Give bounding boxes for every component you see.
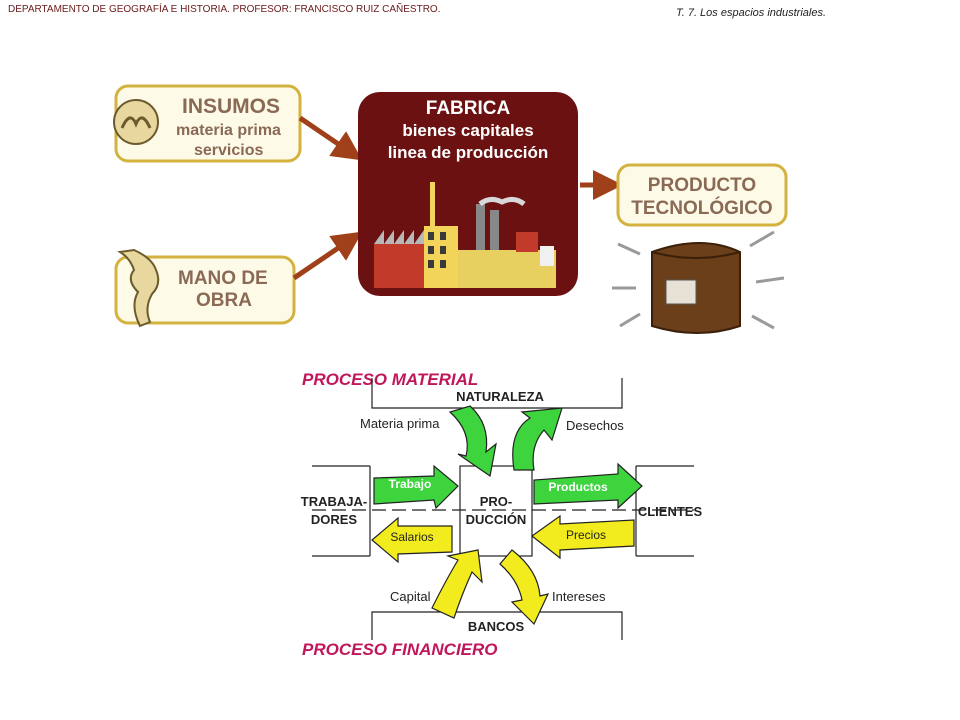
clientes-label: CLIENTES <box>638 504 703 519</box>
producto-box: PRODUCTO TECNOLÓGICO <box>616 163 788 227</box>
header-topic: T. 7. Los espacios industriales. <box>676 7 827 19</box>
insumos-title: INSUMOS <box>182 95 280 118</box>
arrow-mano-obra-to-fabrica <box>292 231 363 281</box>
materia-prima-label: Materia prima <box>360 416 440 431</box>
fabrica-box: FABRICA bienes capitales linea de produc… <box>358 92 578 296</box>
mano-obra-line1: MANO DE <box>178 268 268 289</box>
precios-arrow <box>530 514 635 560</box>
insumos-line2: servicios <box>194 142 263 159</box>
proceso-material-label: PROCESO MATERIAL <box>302 370 478 389</box>
productos-label: Productos <box>548 480 608 494</box>
trabajadores-line2: DORES <box>311 512 358 527</box>
factory-icon <box>374 182 556 288</box>
arrow-insumos-to-fabrica <box>298 115 363 161</box>
produccion-line1: PRO- <box>480 494 513 509</box>
bancos-label: BANCOS <box>468 619 525 634</box>
materia-prima-arrow <box>448 405 497 478</box>
trabajo-arrow <box>373 464 459 510</box>
trabajo-label: Trabajo <box>389 477 432 491</box>
intereses-label: Intereses <box>552 589 606 604</box>
productos-arrow <box>533 462 643 510</box>
proceso-financiero-label: PROCESO FINANCIERO <box>302 640 498 659</box>
fabrica-line1: FABRICA <box>426 98 511 119</box>
header-department: DEPARTAMENTO DE GEOGRAFÍA E HISTORIA. PR… <box>8 4 441 15</box>
desechos-arrow <box>512 407 563 471</box>
naturaleza-label: NATURALEZA <box>456 389 544 404</box>
product-box-icon <box>612 230 785 334</box>
insumos-box: INSUMOS materia prima servicios <box>113 84 302 163</box>
produccion-line2: DUCCIÓN <box>466 512 527 527</box>
cotton-icon <box>113 99 159 145</box>
desechos-label: Desechos <box>566 418 624 433</box>
insumos-line1: materia prima <box>176 122 281 139</box>
trabajadores-line1: TRABAJA- <box>301 494 367 509</box>
capital-arrow <box>431 549 483 619</box>
salarios-arrow <box>371 516 453 564</box>
producto-line2: TECNOLÓGICO <box>631 197 772 219</box>
intereses-arrow <box>499 549 550 626</box>
green-arrows <box>373 405 643 510</box>
frame-lines <box>312 378 694 640</box>
wrench-hand-icon <box>117 248 160 328</box>
salarios-label: Salarios <box>390 530 433 544</box>
yellow-arrows <box>371 514 635 626</box>
precios-label: Precios <box>566 528 606 542</box>
mano-obra-box: MANO DE OBRA <box>114 248 296 328</box>
capital-label: Capital <box>390 589 431 604</box>
producto-line1: PRODUCTO <box>648 175 756 196</box>
mano-obra-line2: OBRA <box>196 290 252 311</box>
fabrica-line3: linea de producción <box>388 143 549 162</box>
fabrica-line2: bienes capitales <box>402 121 533 140</box>
